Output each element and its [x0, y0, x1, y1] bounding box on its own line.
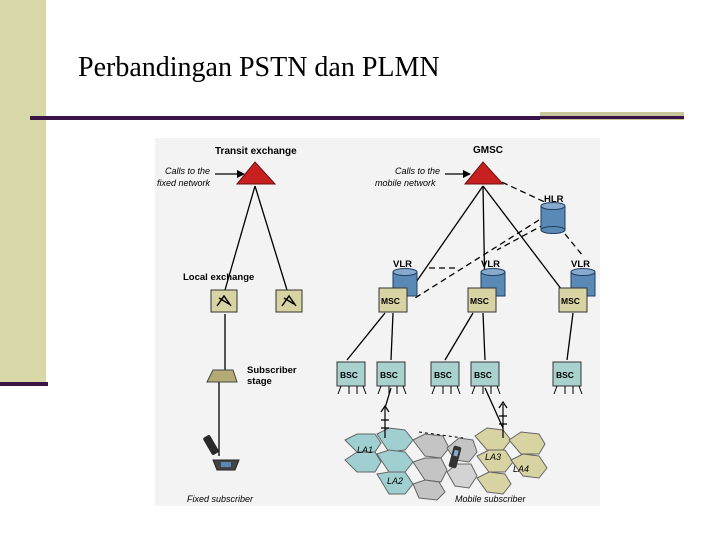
bsc-1 [336, 361, 367, 395]
mobile-call-arrow [445, 170, 471, 178]
signalling-links [414, 177, 584, 299]
vlr-3-label: VLR [571, 259, 590, 270]
calls-fixed-line1: Calls to the [165, 166, 210, 176]
left-accent-bar-edge [0, 382, 48, 386]
bsc-5-label: BSC [556, 370, 574, 380]
hlr-label: HLR [544, 194, 564, 205]
calls-fixed-line2: fixed network [157, 178, 211, 188]
hlr-database-icon [540, 202, 566, 234]
bsc-3 [430, 361, 461, 395]
transit-exchange-icon [235, 161, 277, 185]
left-accent-bar [0, 0, 46, 382]
gmsc-icon [463, 161, 505, 185]
vlr-2-label: VLR [481, 259, 500, 270]
title-divider [30, 116, 540, 120]
slide-title: Perbandingan PSTN dan PLMN [78, 52, 440, 83]
local-exchange-label: Local exchange [183, 272, 254, 283]
mobile-phone-icon [448, 445, 462, 469]
msc-2-box [467, 287, 497, 313]
radio-link [418, 431, 464, 439]
antenna-icon-1 [380, 404, 390, 438]
fixed-subscriber-label: Fixed subscriber [187, 494, 254, 504]
la1-label: LA1 [357, 445, 373, 455]
bsc-2-label: BSC [380, 370, 398, 380]
calls-mobile-line2: mobile network [375, 178, 436, 188]
bsc-4 [470, 361, 501, 395]
plmn-links [346, 185, 574, 429]
fixed-phone-icon [203, 435, 240, 471]
bsc-2 [376, 361, 407, 395]
bsc-1-label: BSC [340, 370, 358, 380]
la2-label: LA2 [387, 476, 403, 486]
bsc-4-label: BSC [474, 370, 492, 380]
gmsc-label: GMSC [473, 145, 503, 156]
subscriber-stage-line2: stage [247, 376, 272, 387]
pstn-links [218, 185, 288, 456]
fixed-call-arrow [215, 170, 245, 178]
bsc-5 [552, 361, 583, 395]
local-exchange-switch-2 [275, 289, 303, 313]
la3-label: LA3 [485, 452, 501, 462]
subscriber-stage-line1: Subscriber [247, 365, 297, 376]
msc-2-label: MSC [470, 296, 489, 306]
mobile-subscriber-label: Mobile subscriber [455, 494, 527, 504]
msc-1-label: MSC [381, 296, 400, 306]
antenna-icon-2 [498, 400, 508, 438]
transit-exchange-label: Transit exchange [215, 146, 297, 157]
local-exchange-switch-1 [210, 289, 238, 313]
msc-3-label: MSC [561, 296, 580, 306]
bsc-3-label: BSC [434, 370, 452, 380]
la4-label: LA4 [513, 464, 529, 474]
calls-mobile-line1: Calls to the [395, 166, 440, 176]
title-divider-accent-line [540, 116, 684, 119]
msc-3-box [558, 287, 588, 313]
subscriber-stage-icon [206, 369, 238, 383]
vlr-1-label: VLR [393, 259, 412, 270]
msc-1-box [378, 287, 408, 313]
network-diagram: Transit exchange Calls to the fixed netw… [155, 138, 600, 506]
